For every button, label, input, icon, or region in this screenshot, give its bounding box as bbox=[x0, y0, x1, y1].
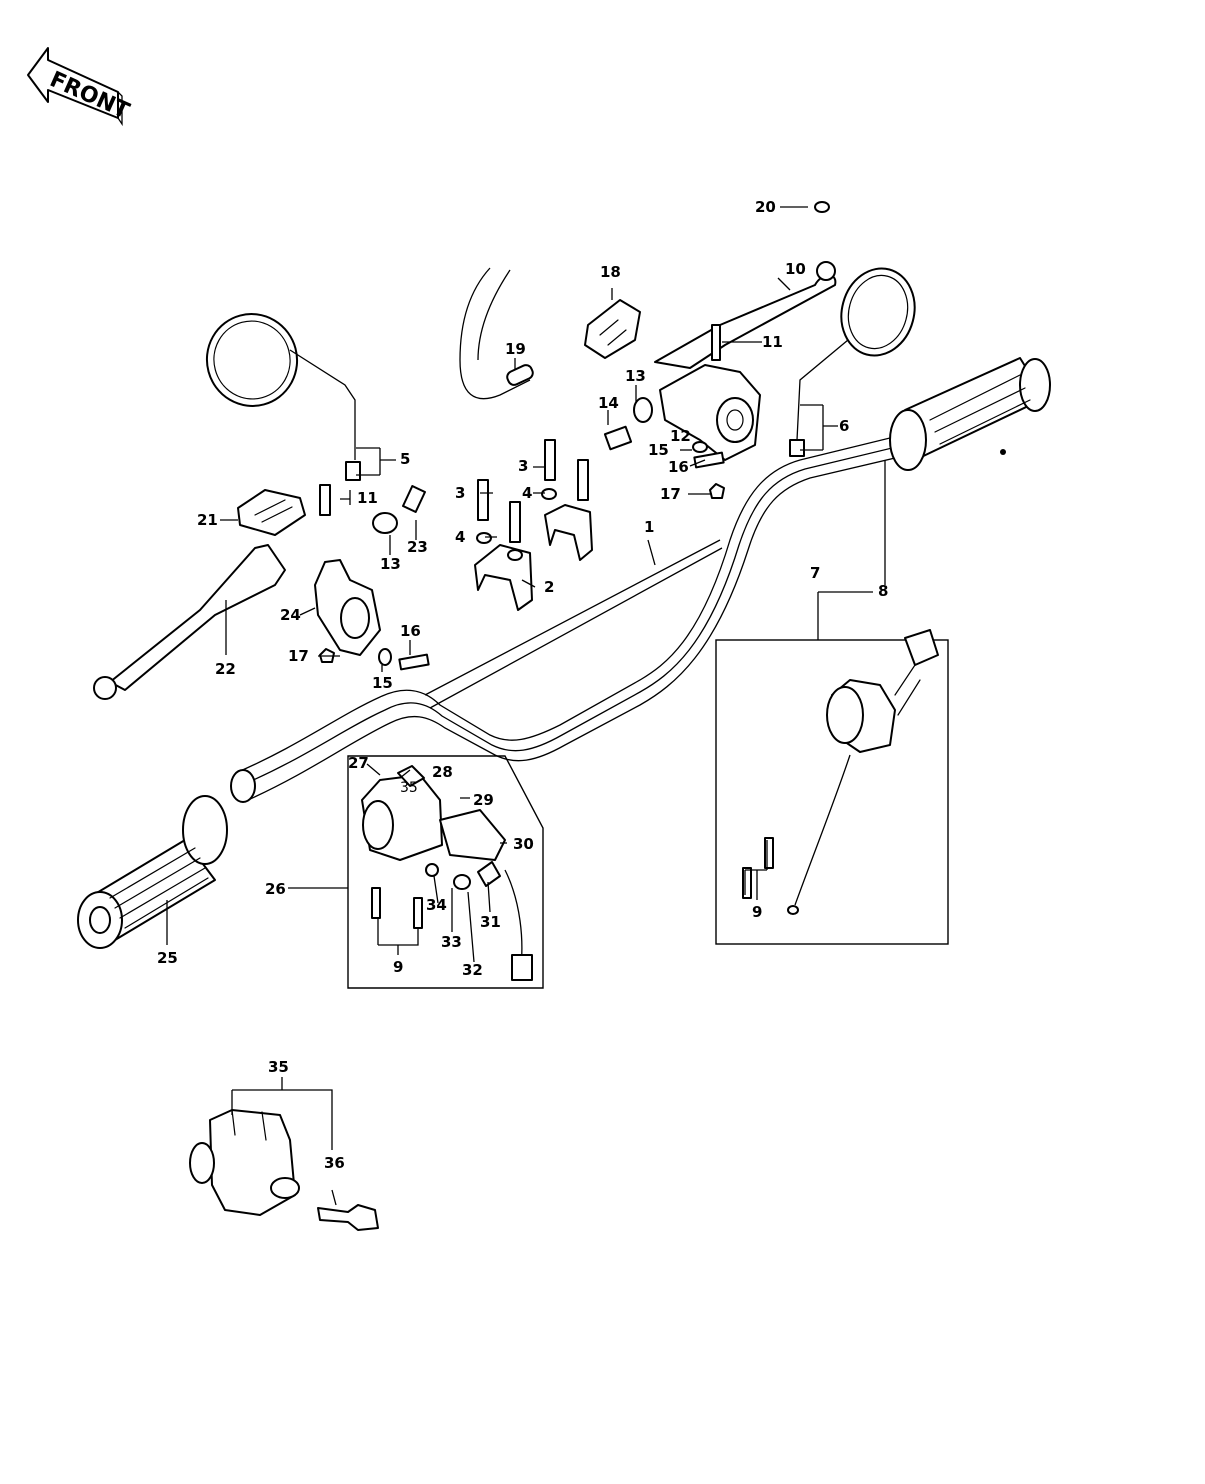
label-35b: 35 bbox=[400, 780, 418, 796]
label-11a: 11 bbox=[357, 489, 378, 507]
label-25: 25 bbox=[157, 949, 178, 967]
label-26: 26 bbox=[265, 880, 286, 898]
label-24: 24 bbox=[280, 606, 301, 624]
label-7: 7 bbox=[810, 564, 820, 582]
wire-lead bbox=[459, 267, 534, 400]
label-22: 22 bbox=[215, 660, 236, 678]
label-9a: 9 bbox=[393, 958, 403, 976]
label-15b: 15 bbox=[372, 674, 393, 692]
washers-and-nuts bbox=[319, 201, 1006, 666]
ignition-key bbox=[317, 1204, 379, 1231]
label-21: 21 bbox=[197, 511, 218, 529]
left-mirror bbox=[205, 313, 361, 481]
label-30: 30 bbox=[513, 835, 534, 853]
front-badge-text: FRONT bbox=[46, 67, 133, 124]
ignition-switch bbox=[189, 1109, 300, 1216]
label-15a: 15 bbox=[648, 441, 669, 459]
label-12: 12 bbox=[670, 427, 691, 445]
label-23: 23 bbox=[407, 538, 428, 556]
left-grip bbox=[77, 795, 228, 949]
clutch-lever bbox=[93, 544, 286, 700]
handlebar-holder-lower bbox=[474, 544, 533, 611]
label-8: 8 bbox=[878, 582, 888, 600]
left-switch-assembly-box bbox=[347, 755, 544, 989]
label-5: 5 bbox=[400, 450, 410, 468]
part-number-labels: 20 10 11 18 19 13 14 12 15 16 17 6 5 11 … bbox=[157, 198, 888, 1172]
label-14: 14 bbox=[598, 394, 619, 412]
right-mirror bbox=[789, 267, 916, 457]
label-32: 32 bbox=[462, 961, 483, 979]
leader-lines bbox=[166, 206, 886, 1206]
label-9b: 9 bbox=[752, 903, 762, 921]
label-19: 19 bbox=[505, 340, 526, 358]
label-34: 34 bbox=[426, 896, 447, 914]
label-17b: 17 bbox=[288, 647, 309, 665]
label-29: 29 bbox=[473, 791, 494, 809]
label-11b: 11 bbox=[762, 333, 783, 351]
right-switch-assembly-box bbox=[715, 629, 949, 945]
label-35a: 35 bbox=[268, 1058, 289, 1076]
label-16a: 16 bbox=[668, 458, 689, 476]
label-2: 2 bbox=[544, 578, 554, 596]
label-6: 6 bbox=[839, 417, 849, 435]
front-brake-switch bbox=[584, 299, 641, 359]
handlebar-holder-upper bbox=[544, 504, 593, 561]
label-20: 20 bbox=[755, 198, 776, 216]
label-13b: 13 bbox=[380, 555, 401, 573]
clutch-lever-holder bbox=[314, 559, 381, 656]
right-grip bbox=[889, 357, 1051, 471]
label-17a: 17 bbox=[660, 485, 681, 503]
label-31: 31 bbox=[480, 913, 501, 931]
label-33: 33 bbox=[441, 933, 462, 951]
handlebar-tube bbox=[230, 437, 896, 803]
label-1: 1 bbox=[644, 518, 654, 536]
label-27: 27 bbox=[348, 754, 369, 772]
brake-lever bbox=[654, 261, 837, 369]
label-3a: 3 bbox=[455, 484, 465, 502]
label-4b: 4 bbox=[522, 484, 532, 502]
label-36: 36 bbox=[324, 1154, 345, 1172]
label-4a: 4 bbox=[455, 528, 465, 546]
master-cylinder-holder bbox=[659, 364, 761, 461]
clutch-switch bbox=[237, 489, 306, 536]
label-13a: 13 bbox=[625, 367, 646, 385]
label-28: 28 bbox=[432, 763, 453, 781]
bolts bbox=[319, 324, 725, 671]
label-18: 18 bbox=[600, 263, 621, 281]
label-3b: 3 bbox=[518, 457, 528, 475]
label-16b: 16 bbox=[400, 622, 421, 640]
label-10: 10 bbox=[785, 260, 806, 278]
front-direction-badge: FRONT bbox=[27, 47, 133, 127]
